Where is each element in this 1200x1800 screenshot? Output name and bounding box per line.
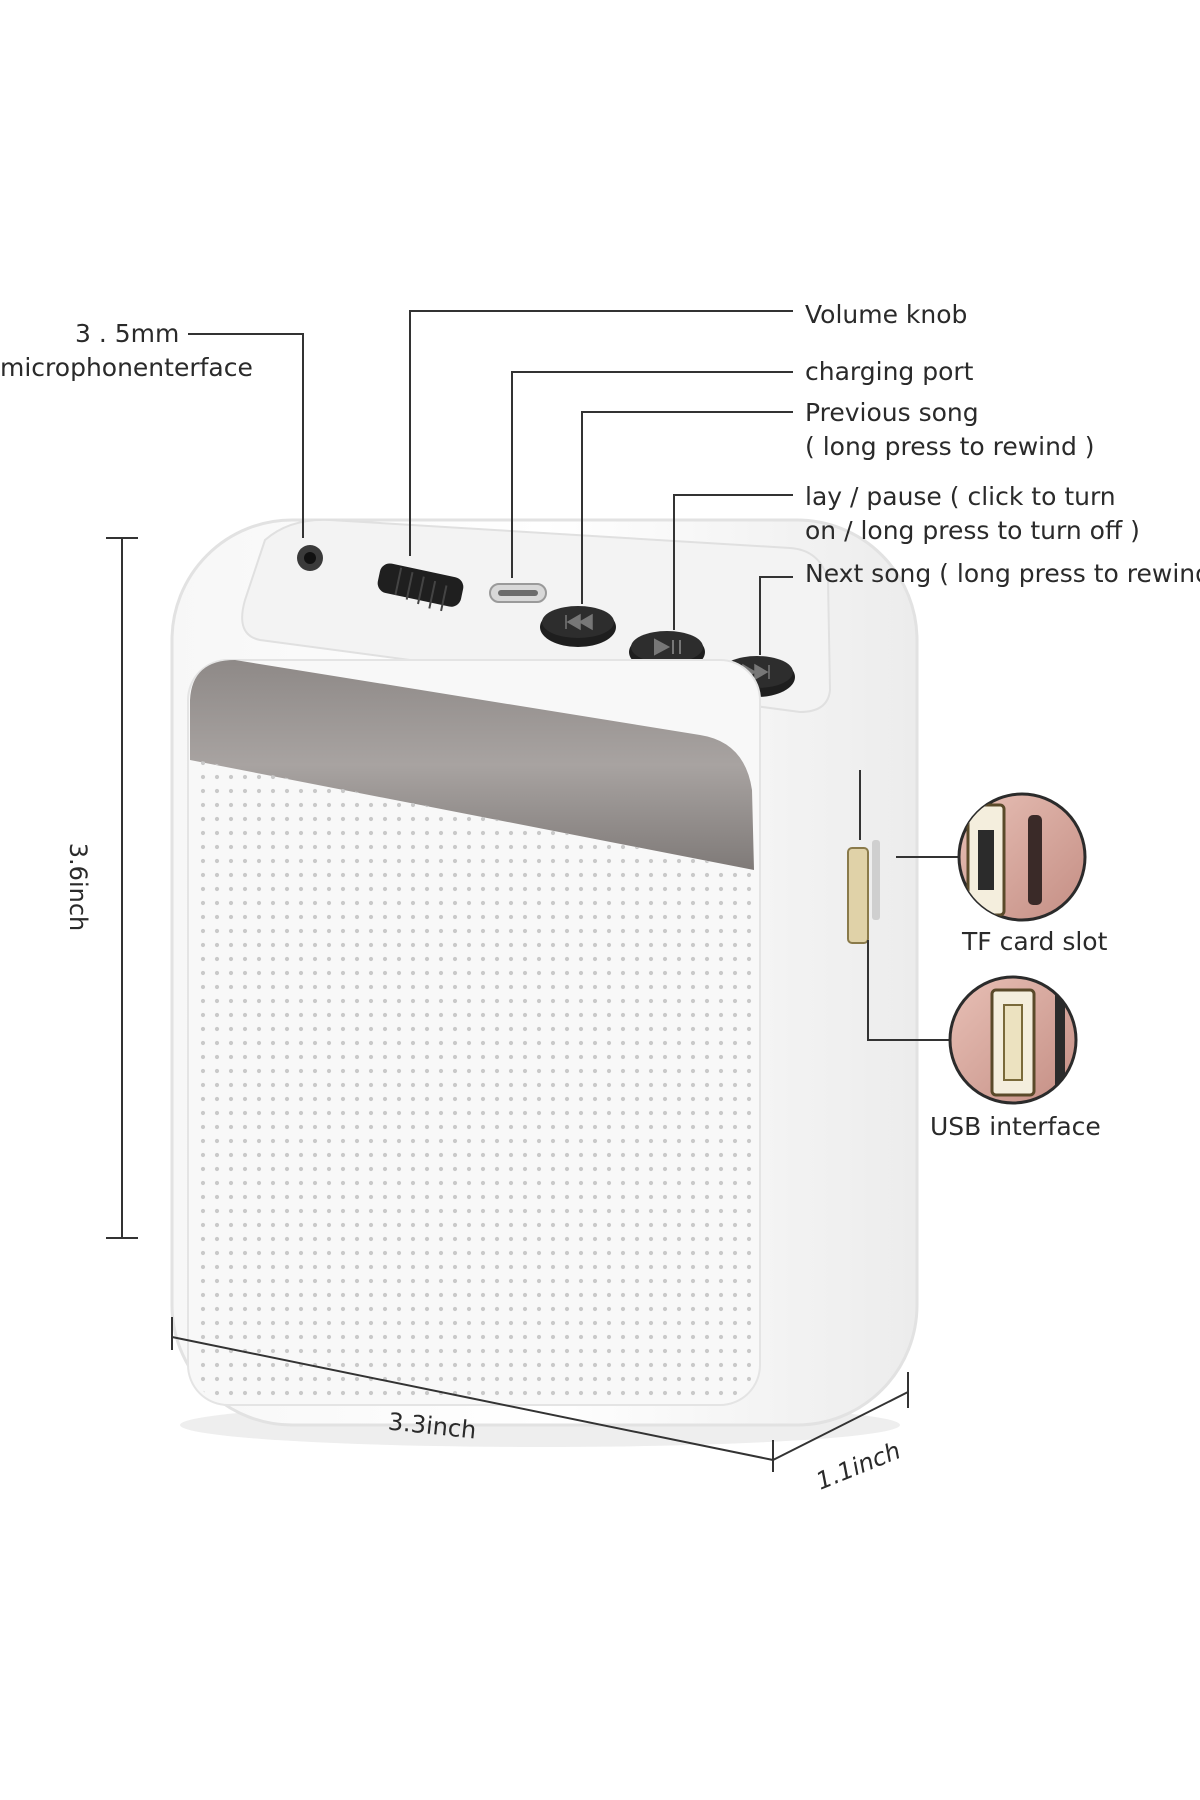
display-band xyxy=(190,660,754,870)
callout-usb: USB interface xyxy=(930,1110,1101,1144)
tf-slot-closeup xyxy=(1028,815,1042,905)
callout-play: lay / pause ( click to turn on / long pr… xyxy=(805,480,1140,548)
previous-icon xyxy=(565,613,593,631)
play-pause-button[interactable] xyxy=(629,631,705,672)
callout-tf-line1: TF card slot xyxy=(962,927,1108,956)
callout-volume: Volume knob xyxy=(805,298,967,332)
callout-lines xyxy=(188,310,962,1041)
side-tf-slot xyxy=(872,840,880,920)
callout-volume-line1: Volume knob xyxy=(805,300,968,329)
callout-previous: Previous song ( long press to rewind ) xyxy=(805,396,1095,464)
callout-usb-line1: USB interface xyxy=(930,1112,1101,1141)
usb-zoom xyxy=(948,975,1078,1105)
callout-play-line1: lay / pause ( click to turn xyxy=(805,482,1116,511)
tf-card-zoom xyxy=(957,792,1087,922)
callout-mic-line2: microphonenterface xyxy=(0,353,253,382)
volume-knob xyxy=(377,563,464,612)
callout-previous-line1: Previous song xyxy=(805,398,979,427)
dimension-height: 3.6inch xyxy=(64,842,93,932)
callout-next: Next song ( long press to rewind ) xyxy=(805,557,1200,591)
callout-next-line1: Next song ( long press to rewind ) xyxy=(805,559,1200,588)
speaker-device xyxy=(170,518,919,1427)
callout-charging-line1: charging port xyxy=(805,357,974,386)
dimension-lines xyxy=(106,537,909,1472)
callout-mic-2: microphonenterface xyxy=(0,351,253,385)
previous-button[interactable] xyxy=(540,606,616,647)
callout-mic: 3 . 5mm xyxy=(75,317,179,351)
callout-play-line2: on / long press to turn off ) xyxy=(805,516,1140,545)
callout-charging: charging port xyxy=(805,355,973,389)
speaker-grille xyxy=(196,760,752,1398)
side-usb-port xyxy=(847,847,869,944)
play-pause-icon xyxy=(654,638,681,656)
callout-tf: TF card slot xyxy=(962,925,1107,959)
callout-mic-line1: 3 . 5mm xyxy=(75,319,180,348)
callout-previous-line2: ( long press to rewind ) xyxy=(805,432,1095,461)
